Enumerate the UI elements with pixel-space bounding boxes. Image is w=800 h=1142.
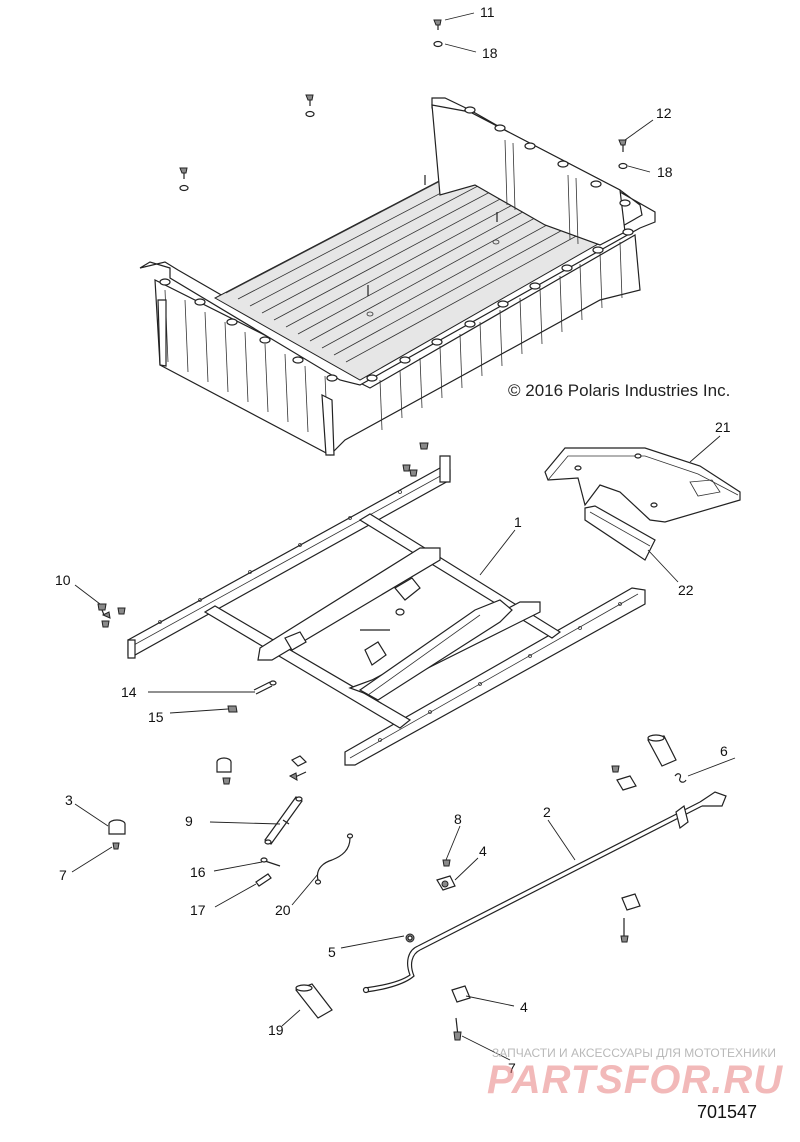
spring-5 xyxy=(405,933,415,943)
cable-20 xyxy=(314,833,354,885)
nut-15 xyxy=(227,705,238,713)
callout-9: 8 xyxy=(454,811,462,827)
callout-10: 9 xyxy=(185,813,193,829)
handle-grip-6 xyxy=(647,734,687,783)
callout-15: 15 xyxy=(148,709,164,725)
frame-assembly xyxy=(127,442,646,766)
copyright-text: © 2016 Polaris Industries Inc. xyxy=(508,381,731,400)
callout-19: 19 xyxy=(268,1022,284,1038)
callout-21: 21 xyxy=(715,419,731,435)
nut-9 xyxy=(442,859,451,867)
bolt-7 xyxy=(453,1017,462,1041)
latch-rod-2 xyxy=(362,791,727,994)
callout-5: 5 xyxy=(328,944,336,960)
callout-2: 2 xyxy=(543,804,551,820)
callout-22: 22 xyxy=(678,582,694,598)
callout-1: 1 xyxy=(514,514,522,530)
pin-16 xyxy=(260,857,281,867)
callout-12: 12 xyxy=(656,105,672,121)
callout-11: 10 xyxy=(55,572,71,588)
callout-16: 16 xyxy=(190,864,206,880)
bracket-22 xyxy=(584,505,656,561)
hardware-11 xyxy=(97,603,126,628)
clip-upper xyxy=(288,755,308,781)
callout-4-lower: 4 xyxy=(520,999,528,1015)
callout-18-right: 18 xyxy=(657,164,673,180)
callout-18-top: 18 xyxy=(482,45,498,61)
bumper-3 xyxy=(108,819,126,835)
callout-7: 7 xyxy=(508,1060,516,1076)
callout-20: 20 xyxy=(275,902,291,918)
screw-8 xyxy=(112,842,120,850)
callout-6: 6 xyxy=(720,743,728,759)
clip-4-lower xyxy=(451,985,471,1003)
figure-number: 701547 xyxy=(697,1102,758,1122)
cargo-box xyxy=(139,97,656,456)
callout-4-upper: 4 xyxy=(479,843,487,859)
clip-lower-right xyxy=(620,893,641,943)
leader-lines xyxy=(71,12,736,1061)
handle-grip-19 xyxy=(295,983,333,1019)
callout-17: 17 xyxy=(190,902,206,918)
hardware-top xyxy=(179,19,628,192)
watermark-caption: ЗАПЧАСТИ И АКСЕССУАРЫ ДЛЯ МОТОТЕХНИКИ xyxy=(492,1046,776,1060)
bumper-upper xyxy=(216,757,232,785)
pin-17 xyxy=(255,873,272,887)
pin-14 xyxy=(253,680,277,695)
callout-3: 3 xyxy=(65,792,73,808)
clip-upper-right xyxy=(611,765,637,791)
cover-panel xyxy=(544,447,741,523)
callout-8: 7 xyxy=(59,867,67,883)
callout-14: 14 xyxy=(121,684,137,700)
gas-strut-10 xyxy=(264,796,303,845)
watermark-logo: PARTSFOR.RU xyxy=(487,1058,784,1102)
callout-13: 11 xyxy=(480,4,495,20)
clip-4-upper xyxy=(436,875,456,891)
